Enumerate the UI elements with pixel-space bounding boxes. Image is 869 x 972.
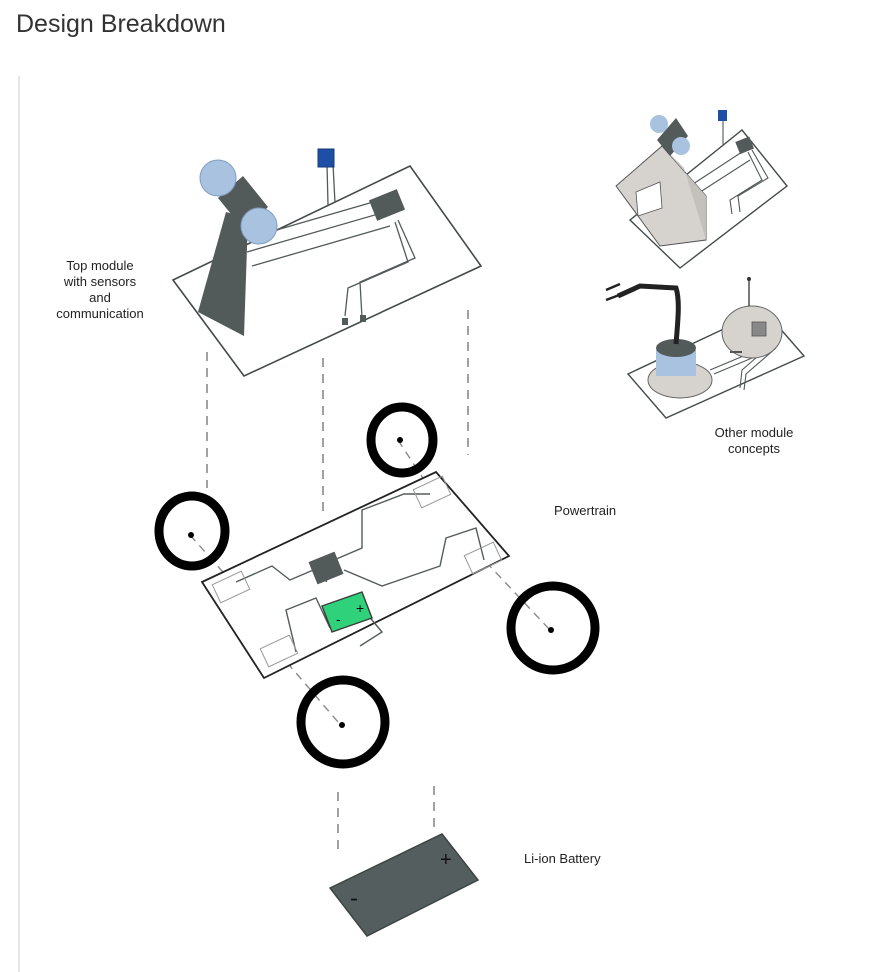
powertrain-battery [321, 591, 373, 633]
other-modules-label-line: Other module [714, 425, 794, 440]
sensor-icon [199, 159, 237, 197]
powertrain-traces [235, 493, 485, 653]
top-module-label-line: and [89, 290, 111, 305]
top-module-label-line: Top module [66, 258, 134, 273]
other-modules-label-line: concepts [727, 441, 781, 456]
wheel-icon [366, 402, 438, 478]
battery-label: Li-ion Battery [524, 851, 601, 866]
concept-arm-module [605, 277, 806, 419]
connector-lines [206, 310, 469, 855]
battery-plus-mark: + [440, 849, 452, 871]
other-modules-label: Other module concepts [700, 425, 808, 457]
page-title: Design Breakdown [16, 10, 226, 38]
wheels [154, 402, 600, 769]
top-module-chip [368, 189, 406, 221]
top-module-board [171, 164, 483, 378]
sensor-tower [198, 212, 248, 336]
top-module-label-line: communication [56, 306, 144, 321]
li-ion-battery-sketch: + - [328, 833, 480, 937]
top-module-label: Top module with sensors and communicatio… [48, 258, 152, 322]
top-module-label-line: with sensors [63, 274, 137, 289]
powertrain-battery-minus: - [336, 611, 341, 627]
top-module-traces [241, 199, 416, 319]
battery-minus-mark: - [350, 885, 358, 912]
powertrain-sketch: - + [189, 439, 551, 723]
sensor-icon [240, 207, 278, 245]
top-module-sketch [171, 148, 483, 378]
concept-sensor-module [615, 110, 788, 269]
content-divider [18, 76, 20, 972]
motor-controller-chip [308, 551, 344, 585]
powertrain-label: Powertrain [554, 503, 617, 518]
wheel-icon [154, 491, 230, 571]
wheel-icon [296, 675, 390, 769]
powertrain-battery-plus: + [356, 600, 364, 616]
antenna-module [317, 148, 335, 168]
wheel-icon [506, 581, 600, 675]
battery-body [328, 833, 480, 937]
